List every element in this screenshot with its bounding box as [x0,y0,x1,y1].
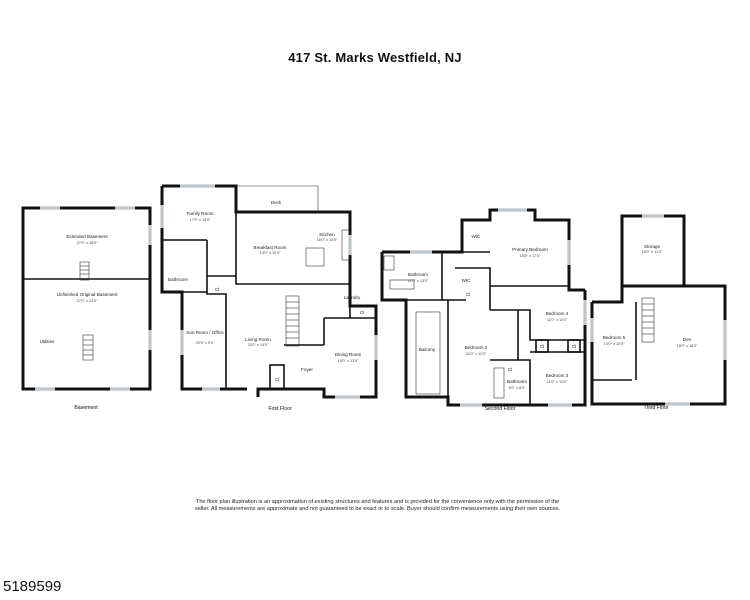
deck-outline [236,185,319,212]
room-label: Unfinished Original Basement [57,292,118,297]
room-label: Primary Bedroom [512,247,548,252]
room-dimensions: 27'0" x 23'0" [77,299,98,303]
room-dimensions: 13'0" x 10'0" [260,251,281,255]
room-label: Breakfast Room [254,245,287,250]
basement-stairs [79,261,94,361]
room-dimensions: 21'0" x 11'0" [466,352,487,356]
room-label: Cl [466,292,470,297]
room-dimensions: 18'0" x 18'0" [677,344,698,348]
floor-name: Second Floor [485,406,516,412]
first-floor-plan: Deck Family Room 17'0" x 14'0" Kitchen 1… [160,184,378,412]
closet [535,339,549,353]
basement-plan: Extended Basement 27'0" x 18'0" Unfinish… [21,206,152,411]
disclaimer-text: The floor plan illustration is an approx… [194,499,561,513]
foyer-closet [269,364,285,390]
second-floor-plan: WIC Primary Bedroom 15'8" x 17'0" Bathro… [380,208,587,412]
room-label: Living Room [245,337,271,342]
room-dimensions: 17'0" x 14'0" [190,218,211,222]
closet [567,339,581,353]
balcony-rail [415,311,441,395]
bathroom-shower [493,367,505,399]
room-label: Bathroom [408,272,428,277]
interior-wall [490,359,531,405]
room-label: Dining Room [335,352,362,357]
room-label: Laundry [344,295,361,300]
room-label: Cl [572,344,576,349]
room-label: Cl [540,344,544,349]
third-floor-wall [590,284,727,406]
room-dimensions: 27'0" x 18'0" [77,241,98,245]
room-dimensions: 11'0" x 11'0" [547,318,568,322]
room-label: Bedroom 4 [546,311,569,316]
plan-title: 417 St. Marks Westfield, NJ [288,50,462,65]
room-label: Family Room [186,211,213,216]
room-label: Storage [644,244,661,249]
room-dimensions: 11'0" x 13'0" [408,279,429,283]
kitchen-island [305,247,325,267]
bathroom-fixture [383,255,395,271]
kitchen-counter [341,229,350,261]
room-dimensions: 20'0" x 9'0" [196,341,215,345]
room-dimensions: 15'0" x 11'0" [642,250,663,254]
first-floor-wall [236,210,352,294]
room-label: Foyer [301,367,313,372]
room-label: Cl [360,310,364,315]
first-floor-wall [162,184,238,214]
floor-name: Basement [74,405,98,411]
room-label: Den [683,337,692,342]
first-floor-wall [160,186,247,391]
room-label: Deck [271,200,282,205]
interior-wall [490,309,585,341]
third-floor-plan: Storage 15'0" x 11'0" Bedroom 5 14'0" x … [590,214,727,411]
floor-name: Third Floor [643,405,668,411]
room-label: WIC [462,278,472,283]
interior-wall [206,240,227,389]
room-label: Bedroom 2 [465,345,488,350]
room-label: Kitchen [319,232,335,237]
third-floor-stairs [641,297,655,343]
room-label: WIC [472,234,482,239]
first-floor-stairs [285,295,300,347]
room-label: Bathroom [168,277,188,282]
room-dimensions: 16'0" x 10'0" [317,238,338,242]
second-floor-wall [382,208,585,292]
room-label: Bathroom [507,379,527,384]
room-label: Bedroom 5 [603,335,626,340]
basement-outline [21,206,152,391]
room-dimensions: 15'0" x 13'0" [338,359,359,363]
room-label: Sun Room / Office [186,330,224,335]
room-dimensions: 14'0" x 10'0" [604,342,625,346]
room-label: Cl [215,287,219,292]
floor-name: First Floor [268,406,292,412]
interior-wall [235,212,350,285]
third-floor-wall [592,286,624,304]
interior-wall [455,267,491,310]
room-label: Bedroom 3 [546,373,569,378]
listing-id: 5189599 [3,578,62,595]
room-label: Cl [508,367,512,372]
room-label: Extended Basement [66,234,108,239]
room-label: Cl [275,377,279,382]
room-label: Balcony [419,347,436,352]
room-dimensions: 22'0" x 14'0" [248,343,269,347]
room-dimensions: 11'0" x 11'0" [547,380,568,384]
room-dimensions: 9'0" x 8'0" [509,386,526,390]
room-label: Utilities [40,339,56,344]
room-dimensions: 15'8" x 17'0" [520,254,541,258]
bathroom-tub [389,279,415,290]
